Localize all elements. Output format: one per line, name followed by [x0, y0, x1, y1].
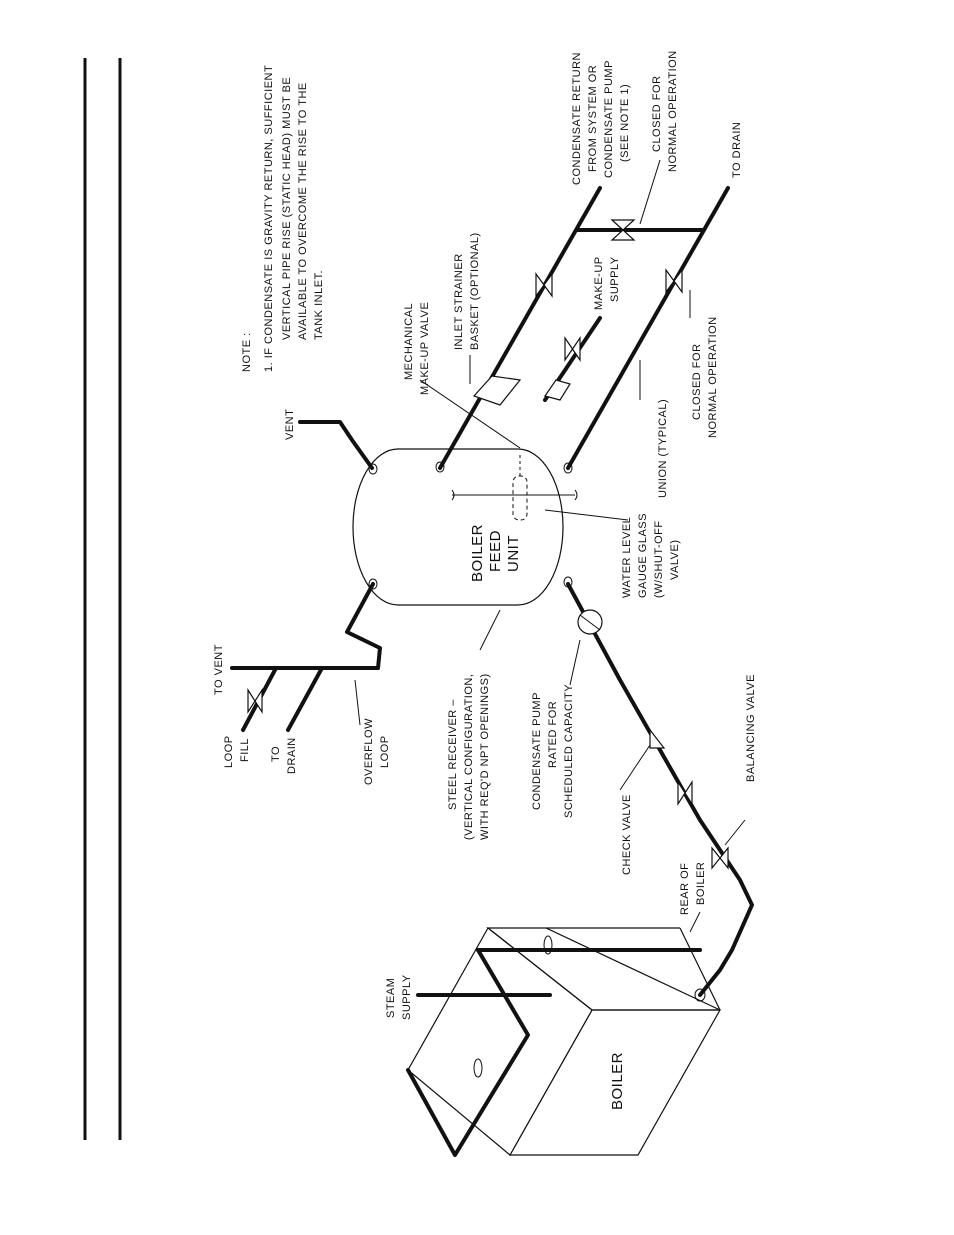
svg-text:GAUGE GLASS: GAUGE GLASS	[637, 513, 649, 598]
mech-valve-label: MECHANICAL MAKE-UP VALVE	[403, 302, 431, 395]
inlet-strainer-label: INLET STRAINER BASKET (OPTIONAL)	[453, 232, 481, 350]
loop-fill-label: LOOP FILL	[223, 735, 251, 768]
steam-supply-label: STEAM SUPPLY	[385, 974, 413, 1020]
closed-mid-label: CLOSED FOR NORMAL OPERATION	[691, 316, 719, 438]
vent-label: VENT	[284, 409, 296, 440]
boiler-feed-unit-tank	[352, 448, 578, 606]
svg-text:BOILER: BOILER	[695, 862, 707, 905]
overflow-loop-pipe	[230, 582, 382, 670]
vent-pipe	[298, 420, 374, 470]
svg-text:RATED FOR: RATED FOR	[547, 701, 559, 768]
svg-text:DRAIN: DRAIN	[286, 737, 298, 774]
svg-text:FEED: FEED	[487, 530, 504, 572]
boiler-box	[407, 927, 722, 1156]
condensate-pump-label: CONDENSATE PUMP RATED FOR SCHEDULED CAPA…	[531, 684, 575, 818]
svg-text:REAR OF: REAR OF	[679, 863, 691, 915]
note-title: NOTE :	[241, 332, 253, 372]
svg-text:CLOSED FOR: CLOSED FOR	[691, 343, 703, 420]
svg-text:WATER LEVEL: WATER LEVEL	[621, 517, 633, 598]
svg-text:UNIT: UNIT	[505, 535, 522, 572]
svg-text:OVERFLOW: OVERFLOW	[363, 718, 375, 785]
note-line-1: 1. IF CONDENSATE IS GRAVITY RETURN, SUFF…	[263, 65, 275, 372]
svg-text:NORMAL OPERATION: NORMAL OPERATION	[667, 50, 679, 172]
boiler-riser-pipe	[406, 948, 530, 1157]
svg-text:(SEE NOTE 1): (SEE NOTE 1)	[619, 84, 631, 162]
gauge-glass-label: WATER LEVEL GAUGE GLASS (W/SHUT-OFF VALV…	[621, 513, 681, 598]
svg-text:FROM SYSTEM OR: FROM SYSTEM OR	[587, 65, 599, 172]
to-drain-left-label: TO DRAIN	[270, 737, 298, 774]
svg-text:TO: TO	[270, 746, 282, 762]
drain-pipe-left	[286, 666, 324, 732]
svg-text:(W/SHUT-OFF: (W/SHUT-OFF	[653, 520, 665, 598]
inlet-strainer-basket	[472, 375, 522, 406]
condensate-return-pipe	[438, 186, 602, 470]
svg-text:MAKE-UP: MAKE-UP	[593, 256, 605, 310]
to-drain-right-label: TO DRAIN	[731, 122, 743, 178]
leader-lines	[354, 159, 746, 933]
note-line-4: TANK INLET.	[313, 270, 325, 340]
svg-text:BOILER: BOILER	[469, 524, 486, 582]
svg-text:WITH REQ'D NPT OPENINGS): WITH REQ'D NPT OPENINGS)	[479, 673, 491, 840]
svg-text:STEEL RECEIVER –: STEEL RECEIVER –	[447, 699, 459, 810]
svg-text:(VERTICAL CONFIGURATION,: (VERTICAL CONFIGURATION,	[463, 674, 475, 840]
svg-text:FILL: FILL	[239, 738, 251, 762]
svg-text:SUPPLY: SUPPLY	[609, 256, 621, 302]
svg-text:SCHEDULED CAPACITY: SCHEDULED CAPACITY	[563, 684, 575, 818]
pump-discharge-pipe	[566, 582, 754, 997]
condensate-return-label: CONDENSATE RETURN FROM SYSTEM OR CONDENS…	[571, 52, 631, 185]
drain-pipe-right	[566, 186, 730, 470]
check-valve-label: CHECK VALVE	[621, 794, 633, 875]
closed-top-label: CLOSED FOR NORMAL OPERATION	[651, 50, 679, 172]
svg-text:CLOSED FOR: CLOSED FOR	[651, 75, 663, 152]
valve-symbols	[247, 219, 729, 870]
svg-text:CONDENSATE RETURN: CONDENSATE RETURN	[571, 52, 583, 185]
boiler-label: BOILER	[609, 1052, 626, 1110]
note-line-3: AVAILABLE TO OVERCOME THE RISE TO THE	[297, 82, 309, 340]
note-block: NOTE : 1. IF CONDENSATE IS GRAVITY RETUR…	[241, 65, 325, 372]
boiler-feed-unit-label: BOILER FEED UNIT	[469, 524, 522, 582]
note-line-2: VERTICAL PIPE RISE (STATIC HEAD) MUST BE	[281, 77, 293, 340]
svg-text:SUPPLY: SUPPLY	[401, 974, 413, 1020]
makeup-valve-body	[544, 379, 571, 401]
svg-text:INLET STRAINER: INLET STRAINER	[453, 253, 465, 350]
union-label: UNION (TYPICAL)	[657, 399, 669, 498]
steel-receiver-label: STEEL RECEIVER – (VERTICAL CONFIGURATION…	[447, 673, 491, 840]
svg-text:MECHANICAL: MECHANICAL	[403, 303, 415, 380]
svg-text:MAKE-UP VALVE: MAKE-UP VALVE	[419, 302, 431, 395]
svg-text:LOOP: LOOP	[379, 735, 391, 768]
overflow-loop-label: OVERFLOW LOOP	[363, 718, 391, 785]
to-vent-label: TO VENT	[213, 644, 225, 695]
makeup-supply-label: MAKE-UP SUPPLY	[593, 256, 621, 310]
svg-text:CONDENSATE PUMP: CONDENSATE PUMP	[531, 692, 543, 810]
svg-text:BASKET (OPTIONAL): BASKET (OPTIONAL)	[469, 232, 481, 350]
svg-text:STEAM: STEAM	[385, 978, 397, 1018]
svg-text:VALVE): VALVE)	[669, 540, 681, 581]
svg-text:LOOP: LOOP	[223, 735, 235, 768]
balancing-valve-label: BALANCING VALVE	[745, 674, 757, 782]
svg-text:CONDENSATE PUMP: CONDENSATE PUMP	[603, 60, 615, 178]
svg-text:NORMAL OPERATION: NORMAL OPERATION	[707, 316, 719, 438]
rear-of-boiler-label: REAR OF BOILER	[679, 862, 707, 915]
